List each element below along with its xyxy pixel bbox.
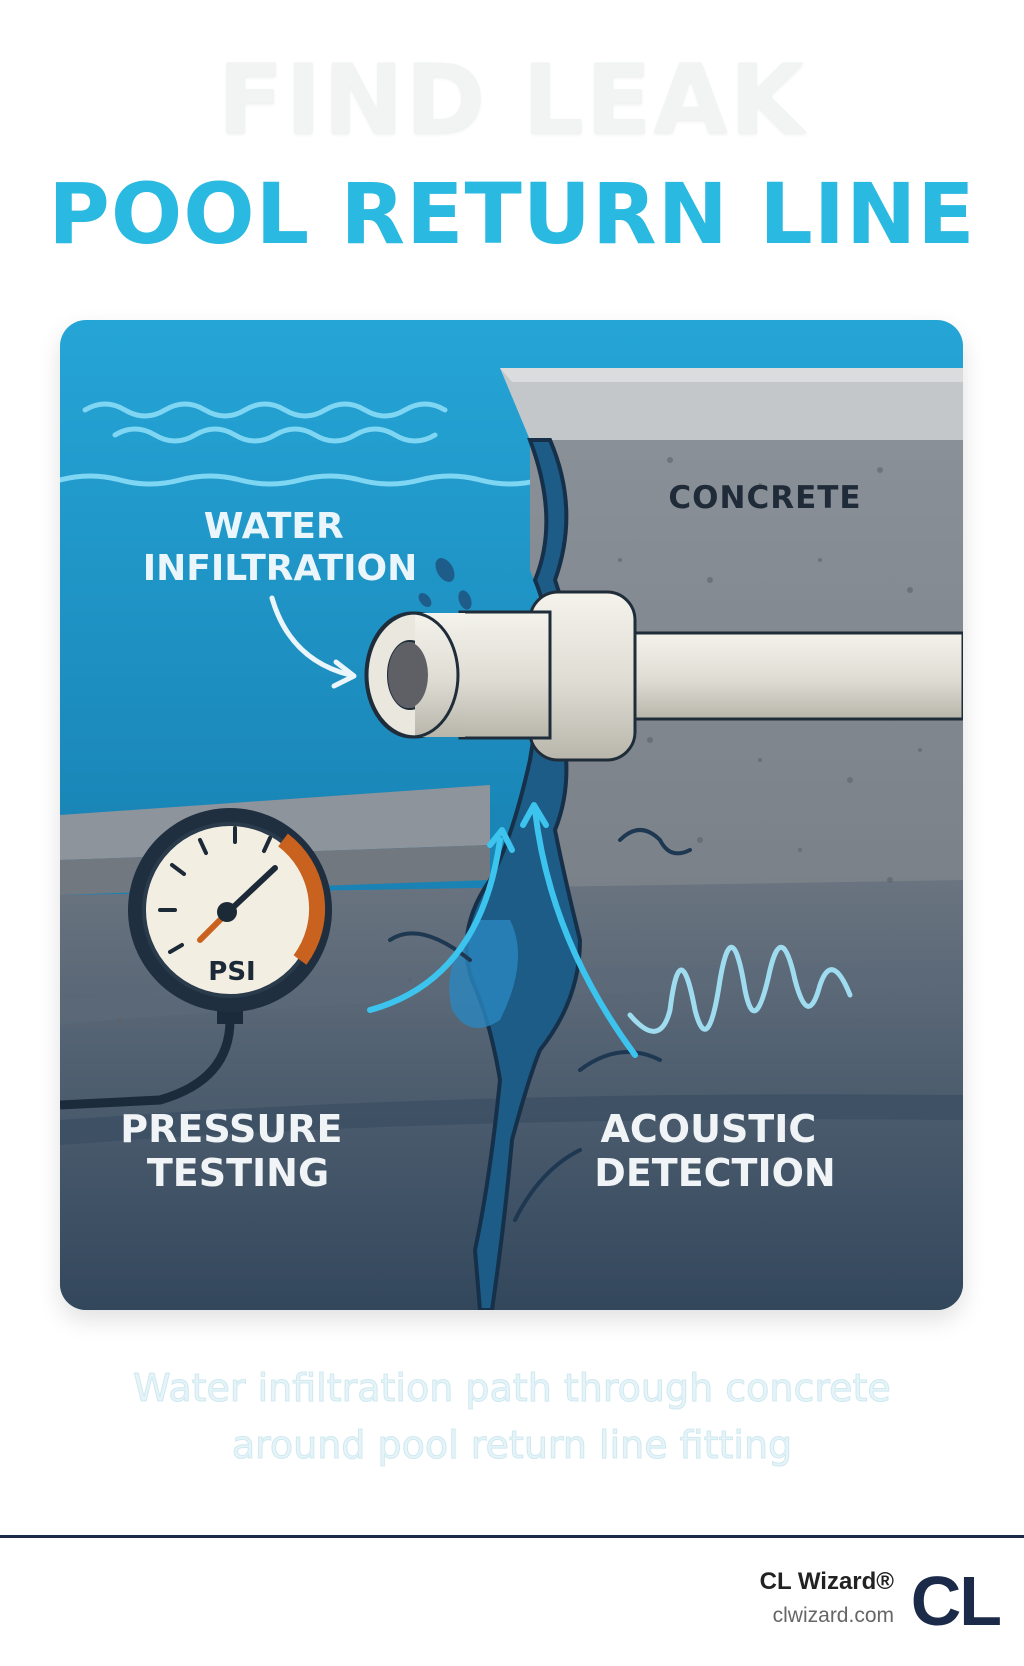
label-pressure-testing-line1: PRESSURE bbox=[120, 1107, 342, 1151]
label-acoustic-detection: ACOUSTIC DETECTION bbox=[594, 1107, 835, 1195]
caption-line1: Water infiltration path through concrete bbox=[133, 1366, 892, 1411]
water-drops bbox=[418, 558, 472, 610]
label-water-infiltration: WATER INFILTRATION bbox=[143, 506, 418, 589]
brand-url[interactable]: clwizard.com bbox=[772, 1604, 894, 1627]
label-acoustic-detection-line1: ACOUSTIC bbox=[600, 1107, 816, 1151]
title-pool-return-line: POOL RETURN LINE bbox=[48, 165, 976, 263]
label-pressure-testing-line2: TESTING bbox=[147, 1151, 329, 1195]
water-infiltration-arrow-icon bbox=[269, 595, 357, 689]
brand-name: CL Wizard® bbox=[759, 1568, 894, 1595]
title-find-leak: FIND LEAK bbox=[217, 44, 807, 156]
image-caption: Water infiltration path through concrete… bbox=[0, 1360, 1024, 1474]
caption-line2: around pool return line fitting bbox=[231, 1423, 793, 1468]
label-acoustic-detection-line2: DETECTION bbox=[594, 1151, 835, 1195]
leak-illustration: CONCRETE WATER INFILTRATION PSI PRESSURE… bbox=[60, 320, 963, 1310]
label-water-infiltration-line2: INFILTRATION bbox=[143, 548, 418, 589]
pressure-gauge-icon bbox=[60, 808, 332, 1110]
label-water-infiltration-line1: WATER bbox=[204, 506, 344, 547]
label-pressure-testing: PRESSURE TESTING bbox=[120, 1107, 355, 1195]
footer-divider bbox=[0, 1535, 1024, 1538]
acoustic-wave-icon bbox=[627, 944, 853, 1034]
water-surface-waves bbox=[60, 401, 543, 487]
curved-arrow-icon bbox=[367, 802, 638, 1058]
brand-logo: CL bbox=[910, 1562, 1002, 1640]
concrete-cap bbox=[500, 368, 963, 440]
gauge-unit-label: PSI bbox=[208, 957, 255, 987]
label-concrete: CONCRETE bbox=[668, 480, 861, 516]
concrete-speckles bbox=[117, 457, 922, 1172]
return-line-pipe bbox=[364, 590, 963, 762]
